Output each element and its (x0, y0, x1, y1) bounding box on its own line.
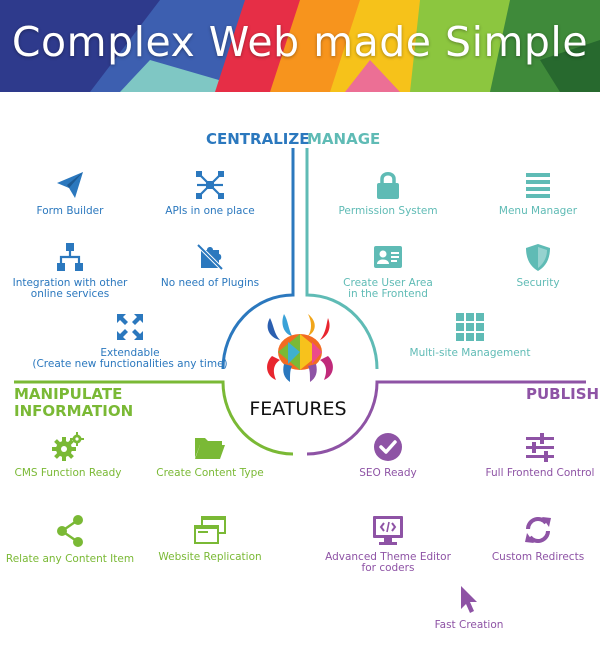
feature-label: Full Frontend Control (485, 467, 595, 479)
code-monitor-icon (373, 516, 403, 545)
feature-no-plugins: No need of Plugins (130, 242, 290, 289)
feature-seo-ready: SEO Ready (308, 432, 468, 479)
feature-label: SEO Ready (359, 467, 417, 479)
feature-integration: Integration with other online services (0, 242, 150, 300)
no-plugin-icon (196, 243, 224, 271)
feature-security: Security (458, 242, 600, 289)
feature-form-builder: Form Builder (0, 170, 150, 217)
feature-label: Integration with other online services (12, 277, 128, 300)
feature-relate-content: Relate any Content Item (0, 514, 150, 565)
lock-icon (377, 172, 399, 199)
feature-label: Custom Redirects (491, 551, 585, 563)
feature-label: CMS Function Ready (14, 467, 122, 479)
feature-label: Create User Area in the Frontend (343, 277, 433, 300)
feature-apis: APIs in one place (130, 170, 290, 217)
feature-label: Multi-site Management (409, 347, 531, 359)
feature-permission-system: Permission System (308, 170, 468, 217)
header-banner: Complex Web made Simple (0, 0, 600, 92)
feature-label: Permission System (338, 205, 438, 217)
feature-fast-creation: Fast Creation (389, 584, 549, 631)
grid-icon (456, 313, 484, 341)
banner-background (0, 0, 600, 92)
share-icon (57, 515, 83, 547)
feature-label: Relate any Content Item (5, 553, 135, 565)
feature-label: Website Replication (158, 551, 262, 563)
section-title-manipulate: MANIPULATE INFORMATION (14, 386, 133, 420)
feature-website-replication: Website Replication (130, 514, 290, 563)
section-title-manipulate-line1: MANIPULATE (14, 385, 123, 403)
feature-label: Menu Manager (498, 205, 578, 217)
sitemap-icon (57, 243, 83, 271)
cursor-icon (461, 586, 477, 613)
gears-icon (52, 432, 84, 461)
feature-menu-manager: Menu Manager (458, 170, 600, 217)
section-title-manage: MANAGE (307, 130, 381, 148)
paper-plane-icon (57, 172, 83, 198)
feature-cms-function: CMS Function Ready (0, 432, 148, 479)
features-label: FEATURES (249, 398, 347, 420)
sliders-icon (526, 433, 554, 462)
feature-label: Form Builder (36, 205, 104, 217)
feature-frontend-control: Full Frontend Control (460, 432, 600, 479)
feature-content-type: Create Content Type (130, 432, 290, 479)
section-title-manipulate-line2: INFORMATION (14, 402, 134, 420)
feature-label: Extendable (Create new functionalities a… (32, 347, 228, 370)
center-logo-icon (267, 314, 333, 382)
feature-extendable: Extendable (Create new functionalities a… (10, 312, 250, 370)
check-circle-icon (374, 433, 402, 461)
feature-label: Create Content Type (156, 467, 264, 479)
expand-icon (117, 314, 143, 340)
feature-label: Fast Creation (434, 619, 504, 631)
section-title-centralize: CENTRALIZE (206, 130, 310, 148)
folder-icon (195, 438, 225, 459)
feature-theme-editor: Advanced Theme Editor for coders (308, 514, 468, 574)
feature-custom-redirects: Custom Redirects (458, 514, 600, 563)
user-card-icon (374, 246, 402, 268)
feature-user-area: Create User Area in the Frontend (308, 242, 468, 300)
shield-icon (526, 244, 550, 271)
menu-icon (526, 173, 550, 198)
banner-title: Complex Web made Simple (11, 18, 589, 66)
network-icon (196, 171, 224, 199)
feature-label: No need of Plugins (160, 277, 260, 289)
feature-multisite: Multi-site Management (390, 312, 550, 359)
feature-label: Security (516, 277, 560, 289)
refresh-icon (525, 517, 551, 543)
feature-label: Advanced Theme Editor for coders (325, 551, 451, 574)
section-title-publish: PUBLISH (526, 385, 600, 403)
feature-label: APIs in one place (165, 205, 255, 217)
windows-icon (194, 516, 226, 544)
